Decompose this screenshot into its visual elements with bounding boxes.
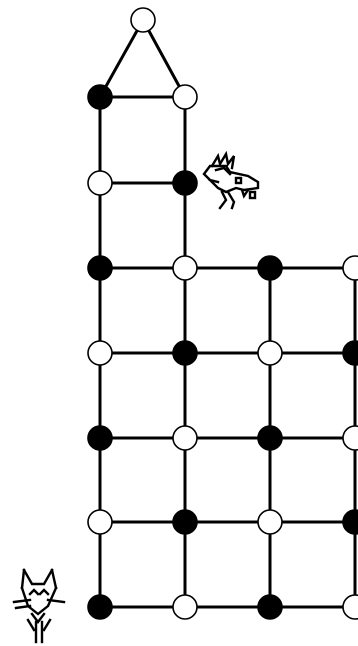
black-node-r7c0[interactable] <box>88 595 112 619</box>
black-node-r4c1[interactable] <box>173 341 197 365</box>
cat-icon[interactable] <box>14 570 64 642</box>
black-node-r2c1[interactable] <box>173 171 197 195</box>
black-node-r1c0[interactable] <box>88 85 112 109</box>
white-node-r6c0[interactable] <box>88 510 112 534</box>
white-node-r4c2[interactable] <box>258 341 282 365</box>
black-node-r6c3[interactable] <box>343 510 358 534</box>
board-edge <box>100 20 143 97</box>
white-node-r6c2[interactable] <box>258 510 282 534</box>
white-node-r2c0[interactable] <box>88 171 112 195</box>
black-node-r6c1[interactable] <box>173 510 197 534</box>
white-node-r5c3[interactable] <box>343 426 358 450</box>
black-node-r5c0[interactable] <box>88 426 112 450</box>
black-node-r4c3[interactable] <box>343 341 358 365</box>
board-edge <box>143 20 185 97</box>
white-node-apex[interactable] <box>131 8 155 32</box>
black-node-r3c2[interactable] <box>258 256 282 280</box>
board-edges <box>100 20 355 607</box>
white-node-r3c1[interactable] <box>173 256 197 280</box>
white-node-r3c3[interactable] <box>343 256 358 280</box>
white-node-r5c1[interactable] <box>173 426 197 450</box>
white-node-r7c1[interactable] <box>173 595 197 619</box>
black-node-r7c2[interactable] <box>258 595 282 619</box>
board-nodes <box>88 8 358 619</box>
black-node-r3c0[interactable] <box>88 256 112 280</box>
white-node-r4c0[interactable] <box>88 341 112 365</box>
dragon-icon[interactable] <box>204 154 258 208</box>
black-node-r5c2[interactable] <box>258 426 282 450</box>
white-node-r1c1[interactable] <box>173 85 197 109</box>
white-node-r7c3[interactable] <box>343 595 358 619</box>
